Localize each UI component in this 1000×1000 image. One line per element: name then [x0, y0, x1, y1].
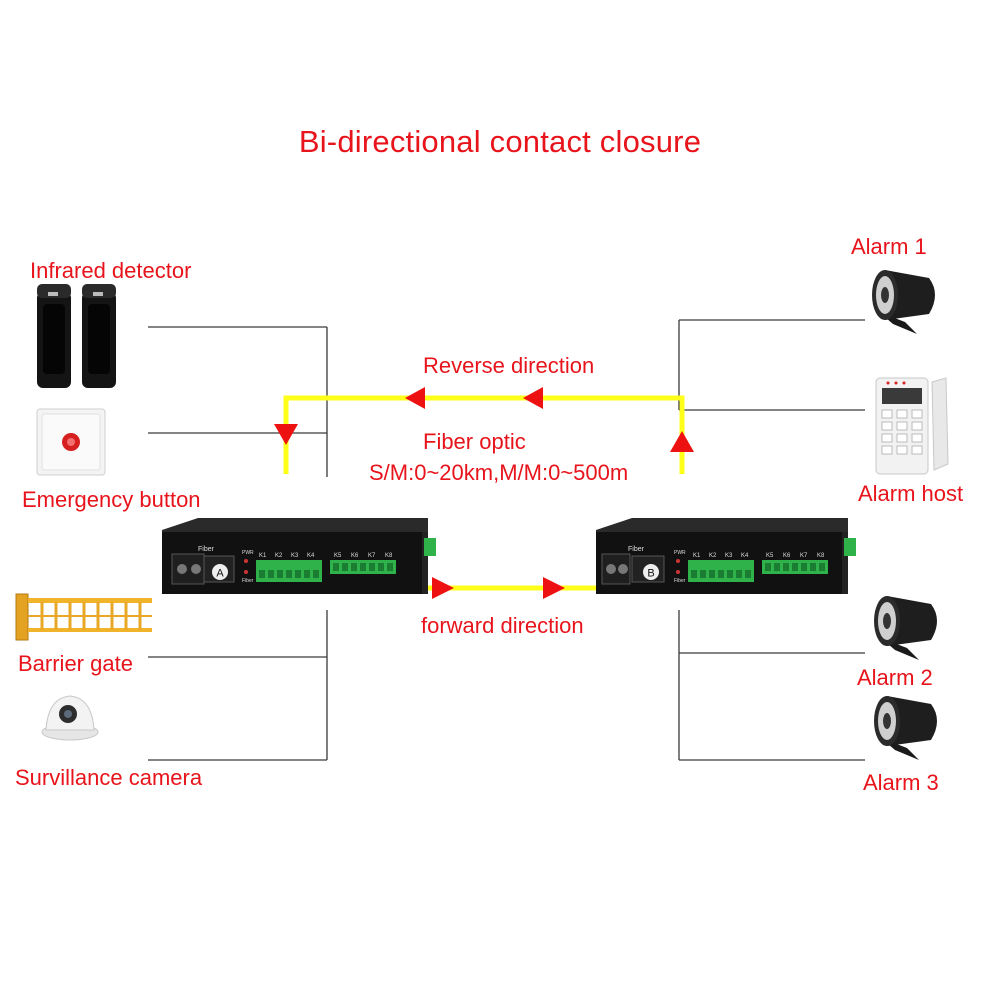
- forward-arrow-1: [432, 577, 454, 599]
- alarm-1-siren-icon: [872, 270, 935, 334]
- alarm-host-keypad-icon: [875, 377, 949, 475]
- infrared-detector-label: Infrared detector: [30, 258, 192, 283]
- terminal-label-k5: K5: [334, 553, 342, 559]
- reverse-arrow-2: [523, 387, 543, 409]
- forward-arrow-2: [543, 577, 565, 599]
- right-wires: [678, 319, 865, 761]
- unit-b-fiber-label: Fiber: [628, 546, 645, 553]
- alarm-3-label: Alarm 3: [863, 770, 939, 795]
- fiber-unit-b: B Fiber PWR Fiber K1 K2 K3 K4 K5 K6 K7 K…: [596, 518, 856, 594]
- terminal-label-k1: K1: [693, 553, 701, 559]
- terminal-label-k7: K7: [800, 553, 808, 559]
- terminal-label-k8: K8: [385, 553, 393, 559]
- terminal-label-k2: K2: [709, 553, 717, 559]
- barrier-gate-label: Barrier gate: [18, 651, 133, 676]
- reverse-arrow-down: [274, 424, 298, 445]
- alarm-2-label: Alarm 2: [857, 665, 933, 690]
- reverse-direction-label: Reverse direction: [423, 353, 595, 378]
- forward-direction-label: forward direction: [421, 613, 584, 638]
- unit-a-fiber-label: Fiber: [198, 546, 215, 553]
- fiber-unit-a: A Fiber PWR Fiber K1 K2 K3 K4 K5 K6 K7 K…: [162, 518, 436, 594]
- fiber-range-label: S/M:0~20km,M/M:0~500m: [369, 460, 629, 485]
- terminal-label-k8: K8: [817, 553, 825, 559]
- unit-b-fiber-led-label: Fiber: [674, 578, 686, 584]
- terminal-label-k3: K3: [725, 553, 733, 559]
- surveillance-camera-label: Survillance camera: [15, 765, 203, 790]
- terminal-label-k2: K2: [275, 553, 283, 559]
- terminal-label-k4: K4: [307, 553, 315, 559]
- reverse-arrow-up: [670, 431, 694, 452]
- alarm-2-siren-icon: [874, 596, 937, 660]
- surveillance-camera-icon: [41, 695, 99, 741]
- infrared-detector-icon: [37, 284, 116, 388]
- unit-a-letter: A: [216, 568, 224, 580]
- alarm-host-label: Alarm host: [858, 481, 964, 506]
- unit-a-fiber-led-label: Fiber: [242, 578, 254, 584]
- emergency-button-icon: [36, 408, 106, 476]
- terminal-label-k4: K4: [741, 553, 749, 559]
- page-title: Bi-directional contact closure: [298, 124, 702, 159]
- terminal-label-k1: K1: [259, 553, 267, 559]
- emergency-button-label: Emergency button: [22, 487, 201, 512]
- alarm-1-label: Alarm 1: [851, 234, 927, 259]
- left-wires: [148, 326, 328, 761]
- terminal-label-k3: K3: [291, 553, 299, 559]
- terminal-label-k6: K6: [351, 553, 359, 559]
- unit-b-letter: B: [647, 568, 654, 580]
- reverse-arrow-1: [405, 387, 425, 409]
- barrier-gate-icon: [15, 593, 152, 641]
- terminal-label-k7: K7: [368, 553, 376, 559]
- unit-a-pwr-label: PWR: [242, 550, 254, 556]
- fiber-optic-label: Fiber optic: [423, 429, 526, 454]
- direction-arrows: [274, 387, 694, 599]
- terminal-label-k5: K5: [766, 553, 774, 559]
- terminal-label-k6: K6: [783, 553, 791, 559]
- alarm-3-siren-icon: [874, 696, 937, 760]
- unit-b-pwr-label: PWR: [674, 550, 686, 556]
